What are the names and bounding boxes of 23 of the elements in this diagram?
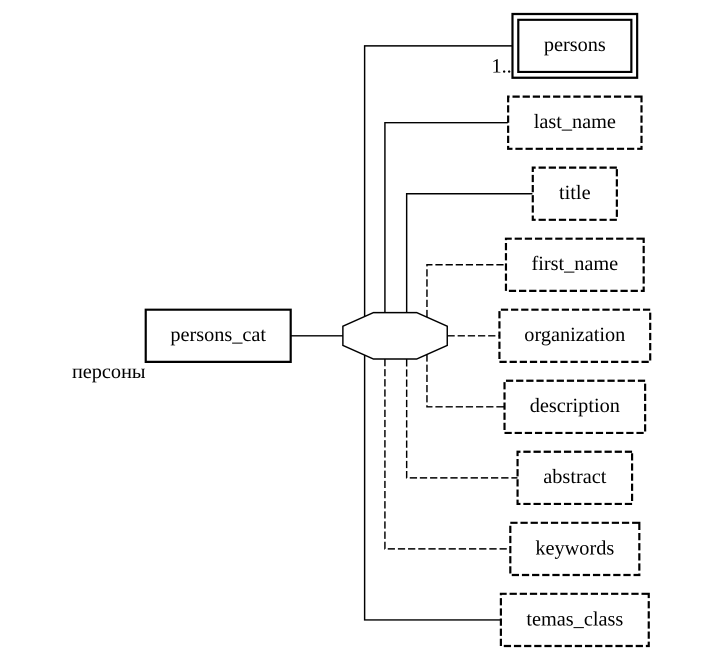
connector [384, 359, 510, 550]
node-box: description [503, 380, 646, 434]
connector [384, 122, 508, 313]
node-label: 1.. [491, 55, 512, 78]
node-box: persons_cat [144, 308, 292, 363]
node-box: abstract [516, 450, 634, 506]
connector [364, 45, 512, 316]
node-box: persons [511, 12, 638, 79]
node-label: персоны [72, 361, 146, 384]
node-box: temas_class [500, 592, 650, 648]
node-octagon [342, 312, 448, 360]
connector [291, 335, 343, 337]
connector [448, 335, 500, 337]
connector [364, 355, 501, 621]
node-box: title [532, 166, 618, 221]
connector [406, 359, 518, 479]
connector [406, 193, 532, 312]
connector [426, 354, 504, 408]
node-box: last_name [507, 96, 643, 150]
node-box: keywords [509, 522, 640, 576]
connector [426, 264, 506, 318]
node-box: first_name [504, 238, 645, 292]
node-box: organization [498, 308, 652, 363]
